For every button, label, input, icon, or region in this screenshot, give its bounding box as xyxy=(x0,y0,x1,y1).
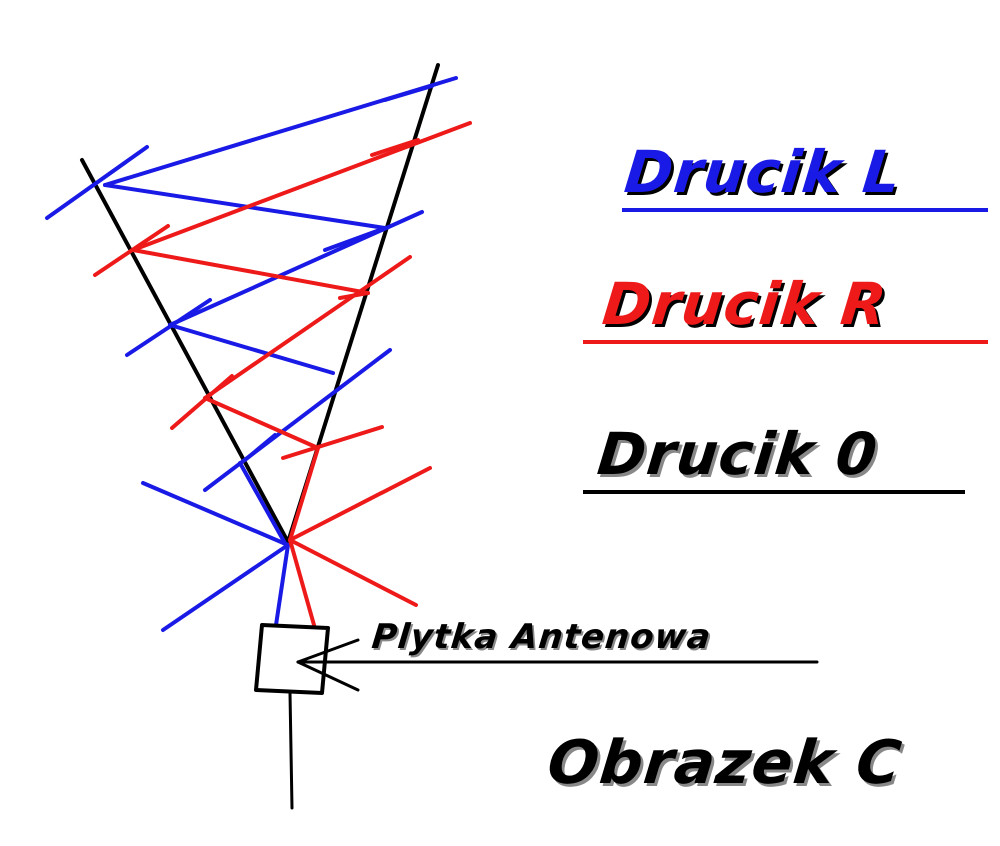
board-pointer-arrow-upper xyxy=(296,638,360,664)
blue-element-top-stub xyxy=(383,84,434,102)
red-zig-2 xyxy=(203,396,320,450)
blue-element-top-cross xyxy=(45,145,149,220)
figure-caption: Obrazek C xyxy=(544,728,906,798)
blue-element-2-stub xyxy=(323,226,387,252)
blue-zig-2 xyxy=(168,323,335,375)
blue-feed xyxy=(274,543,290,627)
red-zig-3 xyxy=(288,446,320,542)
red-element-top xyxy=(131,121,472,252)
antenna-board-label: Plytka Antenowa xyxy=(369,617,714,657)
blue-zig-3 xyxy=(238,461,288,547)
red-element-2-cross xyxy=(170,374,234,430)
blue-wire xyxy=(45,76,458,632)
red-element-top-stub xyxy=(370,138,420,157)
boom-left-arm xyxy=(80,158,290,544)
board-square xyxy=(254,623,330,695)
red-element-4-upper xyxy=(288,466,432,542)
blue-element-4-left xyxy=(141,481,290,547)
antenna-board xyxy=(254,623,330,695)
legend-right-wire-label: Drucik R xyxy=(599,270,891,338)
red-element-3 xyxy=(281,425,384,460)
board-pointer-arrow-lower xyxy=(296,660,360,692)
red-zig-1 xyxy=(131,248,370,295)
red-element-4-lower xyxy=(288,538,418,607)
legend-zero-wire-label: Drucik 0 xyxy=(594,420,881,488)
blue-element-3-stub xyxy=(243,433,277,462)
red-wire xyxy=(93,121,472,627)
blue-element-2-cross xyxy=(125,298,212,357)
red-feed xyxy=(288,538,316,627)
red-element-2 xyxy=(203,255,412,400)
legend-left-wire-label: Drucik L xyxy=(621,138,905,206)
red-element-2-stub xyxy=(338,291,370,300)
blue-element-3 xyxy=(203,348,392,492)
blue-element-4-right xyxy=(161,543,290,632)
board-connections xyxy=(288,638,819,810)
mast-line xyxy=(288,691,294,810)
